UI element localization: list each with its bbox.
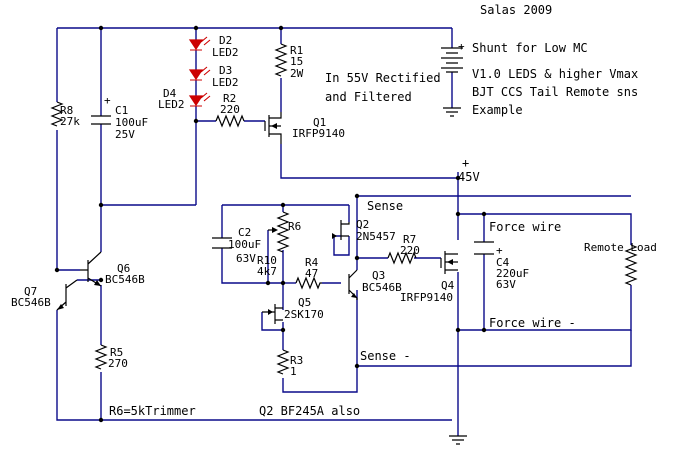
resistor-r8: R8 27k <box>50 101 80 128</box>
title-line1: V1.0 LEDS & higher Vmax <box>472 67 638 81</box>
svg-text:C1: C1 <box>115 104 128 117</box>
bjt-q6: Q6 BC546B <box>80 251 145 287</box>
battery-plus: + <box>458 40 465 53</box>
svg-text:63V: 63V <box>496 278 516 291</box>
svg-text:15: 15 <box>290 55 303 68</box>
svg-text:R1: R1 <box>290 44 303 57</box>
led-d3: D3 LED2 <box>188 64 239 89</box>
svg-text:100uF: 100uF <box>228 238 261 251</box>
svg-text:47: 47 <box>305 267 318 280</box>
capacitor-c2: C2 100uF 63V <box>212 226 261 265</box>
svg-text:IRFP9140: IRFP9140 <box>292 127 345 140</box>
title-line2: BJT CCS Tail Remote sns <box>472 85 638 99</box>
svg-text:R4: R4 <box>305 256 319 269</box>
mosfet-q4: Q4 IRFP9140 <box>400 251 458 304</box>
svg-text:220: 220 <box>400 244 420 257</box>
svg-text:+: + <box>104 94 111 107</box>
resistor-r6-trimmer: R6 <box>268 211 301 253</box>
input-note-line1: In 55V Rectified <box>325 71 441 85</box>
svg-text:2SK170: 2SK170 <box>284 308 324 321</box>
svg-text:Q2: Q2 <box>356 218 369 231</box>
resistor-r3: R3 1 <box>276 349 303 378</box>
resistor-remote-load <box>624 244 638 286</box>
svg-text:BC546B: BC546B <box>105 273 145 286</box>
wires <box>56 27 632 436</box>
svg-text:LED2: LED2 <box>158 98 185 111</box>
capacitor-c4: + C4 220uF 63V <box>474 241 529 291</box>
svg-text:220uF: 220uF <box>496 267 529 280</box>
svg-text:Q4: Q4 <box>441 279 455 292</box>
remote-load-label: Remote Load <box>584 241 657 254</box>
title-subtitle: Shunt for Low MC <box>472 41 588 55</box>
svg-text:220: 220 <box>220 103 240 116</box>
note-alt: Q2 BF245A also <box>259 404 360 418</box>
jfet-q2: Q2 2N5457 <box>332 218 396 243</box>
svg-text:IRFP9140: IRFP9140 <box>400 291 453 304</box>
svg-text:R7: R7 <box>403 233 416 246</box>
bjt-q3: Q3 BC546B <box>348 269 402 300</box>
resistor-r5: R5 270 <box>94 344 128 370</box>
svg-text:Q7: Q7 <box>24 285 37 298</box>
resistor-r7: R7 220 <box>387 233 420 265</box>
svg-text:100uF: 100uF <box>115 116 148 129</box>
svg-text:2N5457: 2N5457 <box>356 230 396 243</box>
svg-text:R10: R10 <box>257 254 277 267</box>
svg-text:63V: 63V <box>236 252 256 265</box>
svg-text:Q3: Q3 <box>372 269 385 282</box>
svg-text:C4: C4 <box>496 256 510 269</box>
capacitor-c1: + C1 100uF 25V <box>91 94 148 141</box>
ground-symbol-bottom <box>449 435 467 445</box>
led-d2: D2 LED2 <box>188 34 239 59</box>
svg-text:2W: 2W <box>290 67 304 80</box>
svg-text:1: 1 <box>290 365 297 378</box>
svg-text:D2: D2 <box>219 34 232 47</box>
jfet-q5: Q5 2SK170 <box>262 296 324 324</box>
sense-minus-label: Sense - <box>360 349 411 363</box>
svg-text:R3: R3 <box>290 354 303 367</box>
led-d4: D4 LED2 <box>158 87 211 111</box>
resistor-r1: R1 15 2W <box>274 43 304 80</box>
svg-text:D3: D3 <box>219 64 232 77</box>
svg-text:BC546B: BC546B <box>11 296 51 309</box>
svg-text:R5: R5 <box>110 346 123 359</box>
svg-text:Q1: Q1 <box>313 116 326 129</box>
svg-text:270: 270 <box>108 357 128 370</box>
svg-text:LED2: LED2 <box>212 76 239 89</box>
svg-text:R8: R8 <box>60 104 73 117</box>
svg-text:4k7: 4k7 <box>257 265 277 278</box>
battery-symbol: + <box>441 40 465 73</box>
resistor-r4: R4 47 <box>295 256 322 290</box>
bjt-q7: Q7 BC546B <box>11 279 78 311</box>
force-plus-label: Force wire <box>489 220 561 234</box>
svg-text:BC546B: BC546B <box>362 281 402 294</box>
input-note-line2: and Filtered <box>325 90 412 104</box>
svg-text:Q6: Q6 <box>117 262 130 275</box>
svg-text:R2: R2 <box>223 92 236 105</box>
svg-text:R6: R6 <box>288 220 301 233</box>
mosfet-q1: Q1 IRFP9140 <box>264 112 345 144</box>
note-trimmer: R6=5kTrimmer <box>109 404 196 418</box>
resistor-r2: R2 220 <box>215 92 245 128</box>
ground-symbol-top <box>443 107 461 117</box>
svg-text:25V: 25V <box>115 128 135 141</box>
junction-dots <box>54 25 487 423</box>
force-minus-label: Force wire - <box>489 316 576 330</box>
svg-text:+: + <box>496 244 503 257</box>
svg-text:Q5: Q5 <box>298 296 311 309</box>
rail-plus: + <box>462 156 469 170</box>
svg-text:LED2: LED2 <box>212 46 239 59</box>
title-author: Salas 2009 <box>480 3 552 17</box>
svg-text:C2: C2 <box>238 226 251 239</box>
rail-voltage: 45V <box>458 170 480 184</box>
sense-plus-label: Sense <box>367 199 403 213</box>
svg-text:27k: 27k <box>60 115 80 128</box>
svg-text:D4: D4 <box>163 87 177 100</box>
title-line3: Example <box>472 103 523 117</box>
resistor-r10-label: R10 4k7 <box>257 254 277 278</box>
